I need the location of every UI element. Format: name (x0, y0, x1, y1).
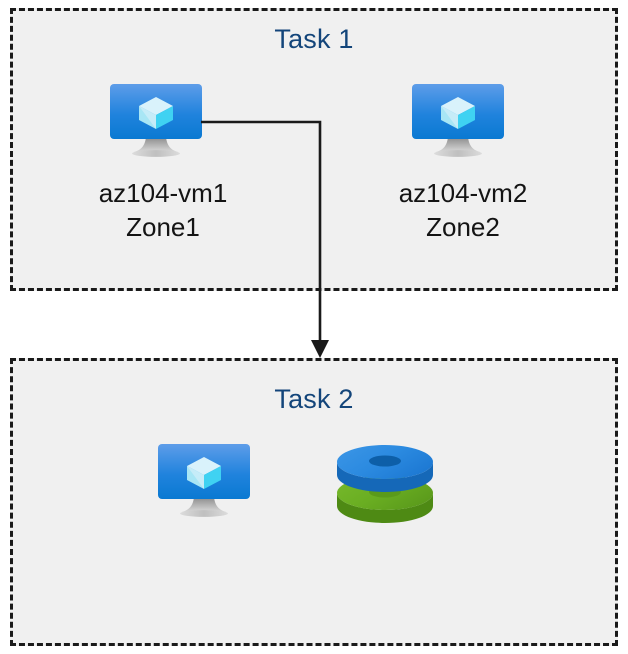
task-1-title: Task 1 (274, 24, 354, 54)
virtual-machine-icon (158, 444, 262, 524)
managed-disks-icon (335, 443, 439, 525)
task-2-container (10, 358, 618, 646)
vm1-label: az104-vm1 Zone1 (98, 178, 228, 242)
vm2-label: az104-vm2 Zone2 (398, 178, 528, 242)
virtual-machine-icon (412, 84, 516, 164)
virtual-machine-icon (110, 84, 214, 164)
task-2-title: Task 2 (274, 384, 354, 414)
